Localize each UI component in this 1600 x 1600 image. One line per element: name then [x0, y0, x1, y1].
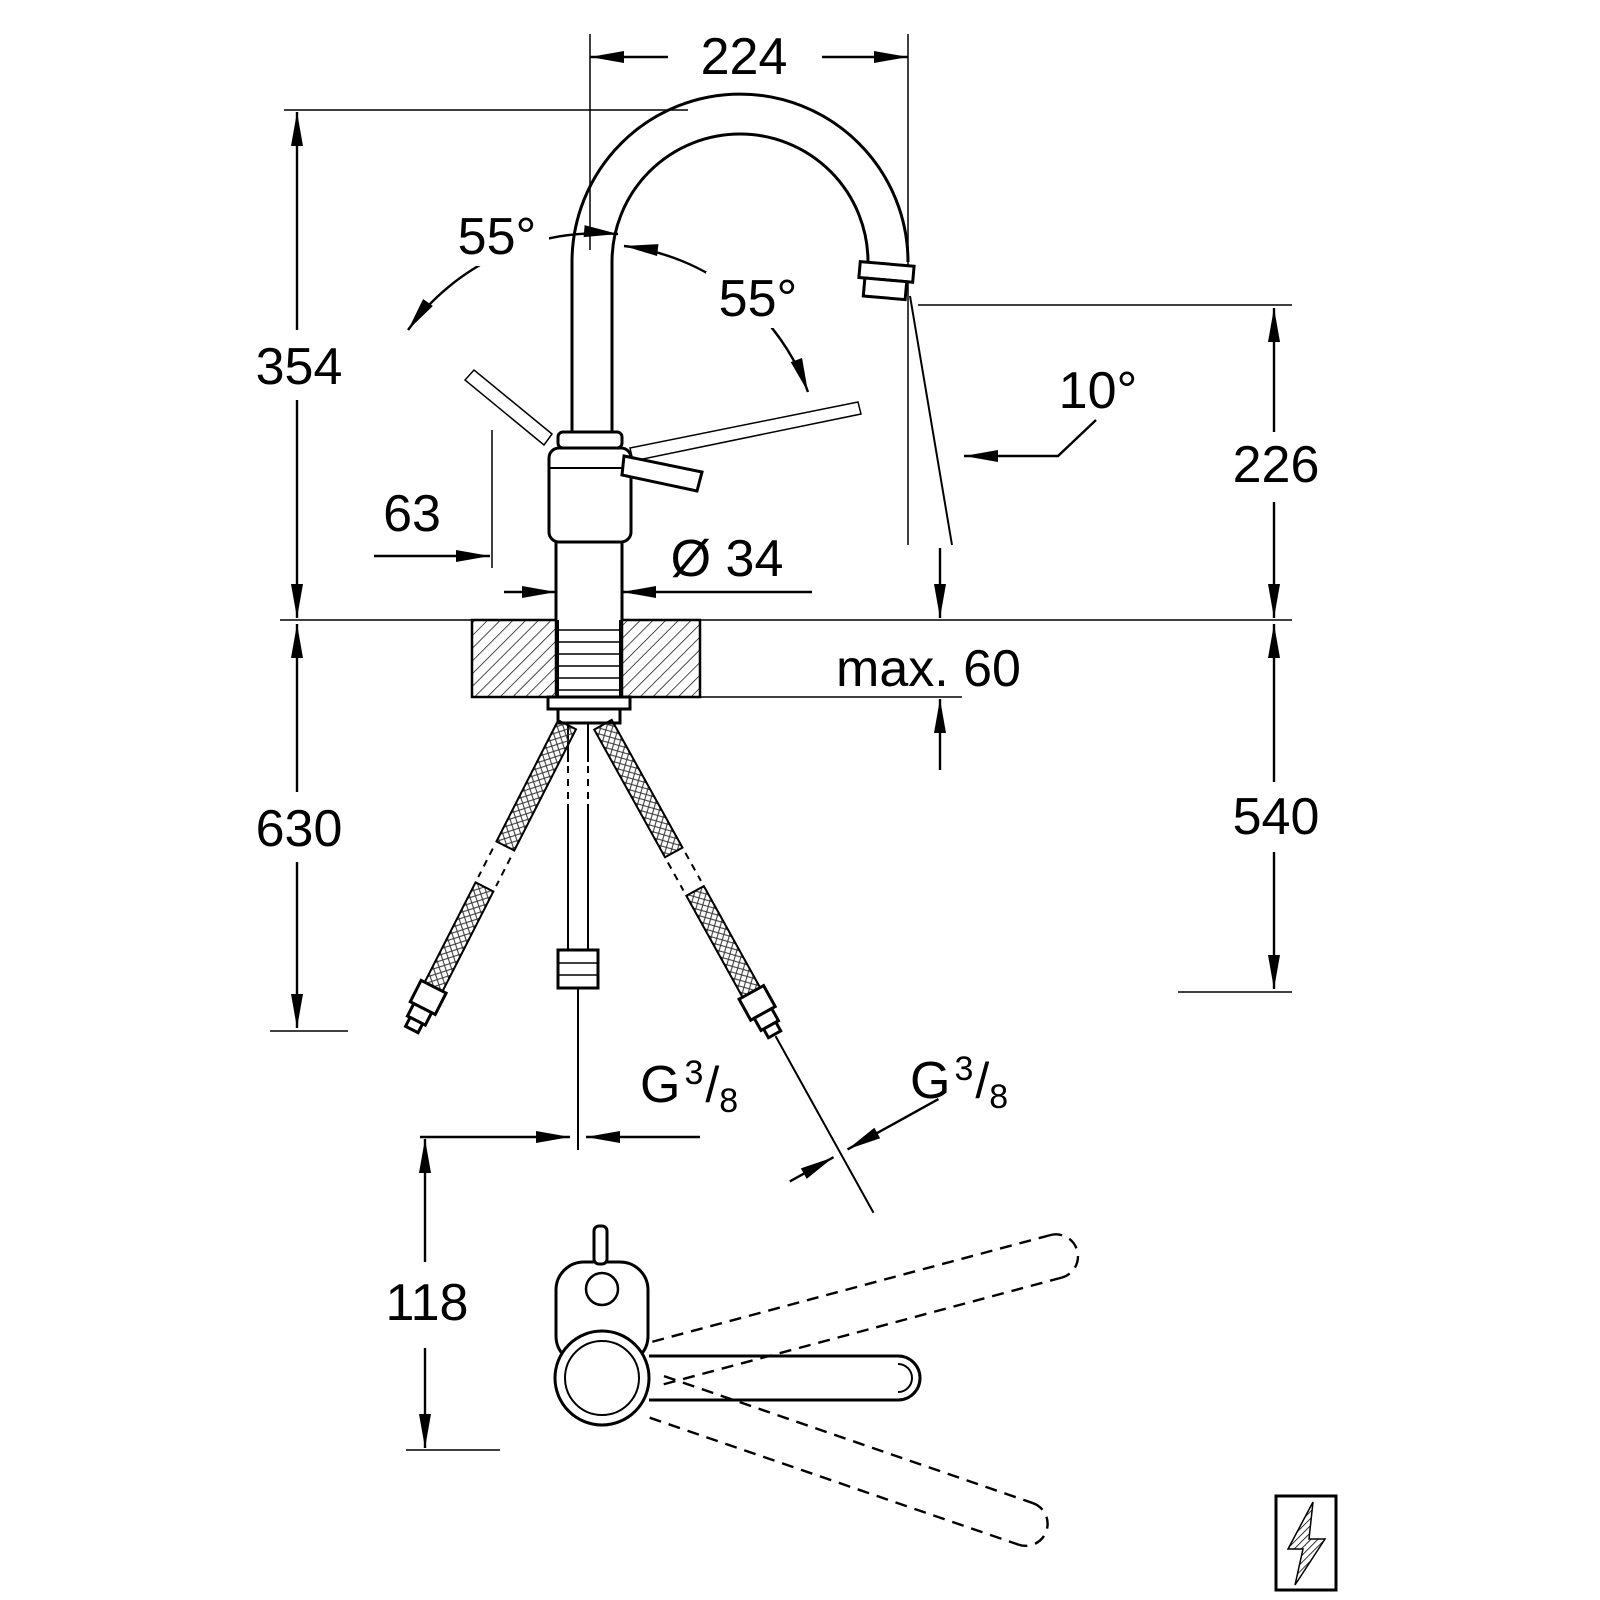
lever-tip-plan — [592, 1224, 609, 1266]
label-max60: max. 60 — [836, 640, 1021, 698]
dimension-height-354: 354 — [256, 109, 688, 618]
label-55-left: 55° — [458, 208, 537, 266]
spout-plan — [649, 1354, 898, 1402]
dimension-angle-10: 10° — [909, 295, 1138, 546]
label-226: 226 — [1233, 436, 1320, 494]
label-118: 118 — [386, 1274, 469, 1332]
spout-outlet — [857, 259, 916, 302]
dimension-diameter-34: Ø 34 — [504, 530, 812, 598]
dimension-63: 63 — [374, 430, 493, 568]
label-dia34: Ø 34 — [671, 530, 784, 588]
label-backdrop — [706, 272, 810, 328]
lever-handle — [620, 454, 704, 493]
body-cap — [556, 430, 624, 450]
label-540: 540 — [1233, 788, 1320, 846]
swivel-position-upper — [652, 1233, 1080, 1386]
mixer-body — [547, 446, 633, 544]
dimension-spout-reach: 224 — [589, 28, 909, 545]
label-63: 63 — [383, 485, 441, 543]
right-hose — [592, 718, 940, 1214]
dimension-angle-55-right: 55° — [623, 244, 862, 462]
label-630: 630 — [256, 800, 343, 858]
dimension-outlet-height-226: 226 — [918, 304, 1320, 618]
label-224: 224 — [701, 28, 788, 86]
base-flange — [553, 1329, 651, 1427]
label-55-right: 55° — [719, 270, 798, 328]
dimension-max-60: max. 60 — [836, 548, 1021, 770]
swivel-position-lower — [649, 1374, 1049, 1548]
label-10deg: 10° — [1059, 362, 1138, 420]
counter-reference-lines — [280, 619, 1292, 698]
lever-knob-plan — [584, 1271, 620, 1307]
supply-hoses — [403, 718, 940, 1214]
mounting-washer — [546, 695, 632, 711]
dimension-below-630: 630 — [256, 624, 348, 1032]
left-hose — [403, 718, 578, 1035]
dimension-118: 118 — [386, 1139, 500, 1451]
electrical-safety-icon — [1274, 1494, 1338, 1592]
dimension-below-540: 540 — [1178, 624, 1320, 993]
label-backdrop — [445, 210, 549, 266]
label-354: 354 — [256, 338, 343, 396]
pipe-fitting — [556, 948, 600, 990]
faucet-plan-view — [553, 1224, 1080, 1548]
dimension-angle-55-left: 55° — [407, 208, 619, 447]
faucet-front-view — [547, 92, 916, 620]
lightning-bolt-icon — [1286, 1501, 1327, 1586]
base-flange-inner — [564, 1340, 640, 1416]
countertop-cross-section — [470, 618, 702, 725]
